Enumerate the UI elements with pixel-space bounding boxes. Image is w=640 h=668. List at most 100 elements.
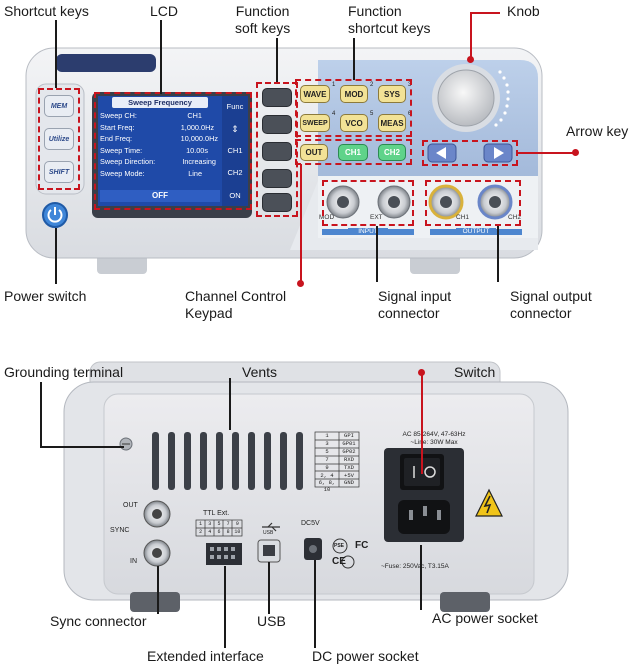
menu-item-ch1: CH1 xyxy=(227,146,243,155)
lcd-row-value: 1,000.0Hz xyxy=(180,122,214,132)
key-number: 1 xyxy=(332,82,336,88)
ttl-pin: 10 xyxy=(234,529,241,535)
leader-line xyxy=(314,560,316,648)
lcd-row: Sweep CH:CH1 xyxy=(100,111,220,123)
leader-line xyxy=(40,446,124,448)
gpio-pin: 5 xyxy=(325,448,329,455)
ttl-row: 1 3 5 7 9 xyxy=(196,521,242,527)
channel-pointer-dot xyxy=(297,280,304,287)
ttl-pin: 5 xyxy=(217,521,221,527)
gpio-pin: 7 xyxy=(325,456,329,463)
gpio-row: 2, 4+5V xyxy=(315,472,359,480)
lcd-highlight xyxy=(94,92,252,210)
leader-line xyxy=(40,382,42,446)
gpio-signal: GP01 xyxy=(342,440,356,447)
gpio-signal: TXD xyxy=(344,464,354,471)
callout-line: Function xyxy=(235,3,290,19)
key-number: 6 xyxy=(408,111,412,117)
mod-connector-label: MOD xyxy=(319,214,335,221)
out-button[interactable]: OUT xyxy=(300,144,328,161)
gpio-row: 3 GP01 xyxy=(315,440,359,448)
callout-channel-control-keypad: Channel Control Keypad xyxy=(185,288,286,322)
gpio-row: 9 TXD xyxy=(315,464,359,472)
lcd-row-label: Start Freq: xyxy=(100,122,135,132)
callout-power-switch: Power switch xyxy=(4,288,87,304)
ch1-connector-label: CH1 xyxy=(456,214,470,221)
callout-ac-power-socket: AC power socket xyxy=(432,610,538,626)
leader-line xyxy=(229,378,231,430)
mod-button[interactable]: MOD xyxy=(340,85,368,103)
callout-lcd: LCD xyxy=(150,3,179,19)
leader-line xyxy=(224,566,226,648)
ttl-pin: 6 xyxy=(217,529,221,535)
ttl-pin: 1 xyxy=(199,521,203,527)
key-number: 5 xyxy=(370,111,374,117)
callout-vents: Vents xyxy=(242,364,278,380)
soft-key-4[interactable] xyxy=(262,169,292,188)
ttl-label: TTL Ext. xyxy=(203,510,230,517)
callout-line: Signal input xyxy=(378,288,452,304)
callout-line: connector xyxy=(510,305,572,321)
mem-button[interactable]: MEM xyxy=(44,95,74,117)
sync-in-label: IN xyxy=(130,558,137,565)
input-connectors-highlight xyxy=(322,180,414,226)
callout-usb: USB xyxy=(257,613,286,629)
callout-knob: Knob xyxy=(507,3,540,19)
gpio-pin: 2, 4 xyxy=(320,471,334,479)
lcd-row: Sweep Direction:Increasing xyxy=(100,157,220,169)
shift-button[interactable]: SHIFT xyxy=(44,161,74,183)
callout-function-shortcut-keys: Function shortcut keys xyxy=(348,3,430,37)
ch2-button[interactable]: CH2 xyxy=(378,144,406,161)
utility-button[interactable]: Utilize xyxy=(44,128,74,150)
dc-label: DC5V xyxy=(301,520,320,527)
soft-key-2[interactable] xyxy=(262,115,292,134)
soft-key-5[interactable] xyxy=(262,193,292,212)
lcd-rows: Sweep CH:CH1 Start Freq: 1,000.0Hz End Fr… xyxy=(100,111,220,180)
fuse-rating: ~Fuse: 250Vac, T3.15A xyxy=(381,563,449,570)
callout-grounding-terminal: Grounding terminal xyxy=(4,364,124,380)
callout-extended-interface: Extended interface xyxy=(147,648,264,664)
menu-item-func: Func xyxy=(226,102,244,111)
leader-line xyxy=(55,228,57,284)
callout-line: soft keys xyxy=(235,20,291,36)
ac-rating-line: AC 85-264V, 47-63Hz xyxy=(402,431,466,438)
gpio-signal: GP02 xyxy=(342,448,356,455)
ttl-pin: 7 xyxy=(226,521,230,527)
gpio-pin: 9 xyxy=(325,464,329,471)
key-number: 4 xyxy=(332,111,336,117)
callout-function-soft-keys: Function soft keys xyxy=(235,3,290,37)
leader-line xyxy=(420,545,422,610)
ttl-pin: 8 xyxy=(226,529,230,535)
lcd-row-label: End Freq: xyxy=(100,134,133,143)
ttl-row: 2 4 6 8 10 xyxy=(196,529,242,535)
ch1-button[interactable]: CH1 xyxy=(338,144,368,161)
lcd-row-value: 10,000.0Hz xyxy=(180,134,218,143)
lcd-row-value: Line xyxy=(188,168,202,178)
callout-signal-input-connector: Signal input connector xyxy=(378,288,451,322)
sync-label: SYNC xyxy=(110,527,130,534)
gpio-pin: 3 xyxy=(325,440,329,447)
ttl-pin: 2 xyxy=(199,529,203,535)
soft-key-1[interactable] xyxy=(262,88,292,107)
ttl-pin: 4 xyxy=(208,529,212,535)
sys-button[interactable]: SYS xyxy=(378,85,406,103)
function-keys-highlight xyxy=(295,79,412,137)
lcd-row: Sweep Time:10.00s xyxy=(100,146,220,158)
lcd-row-label: Sweep CH: xyxy=(100,111,137,120)
vco-button[interactable]: VCO xyxy=(340,114,368,132)
soft-key-3[interactable] xyxy=(262,142,292,161)
menu-item-on: ON xyxy=(229,191,241,200)
lcd-row-value: 10.00s xyxy=(186,145,208,155)
arrow-keys-highlight xyxy=(422,140,518,166)
output-connectors-highlight xyxy=(425,180,521,226)
knob-pointer-line xyxy=(470,12,500,14)
sync-out-label: OUT xyxy=(123,502,138,509)
meas-button[interactable]: MEAS xyxy=(378,114,406,132)
gpio-signal: GPI xyxy=(344,432,354,439)
wave-button[interactable]: WAVE xyxy=(300,85,330,103)
sweep-button[interactable]: SWEEP xyxy=(300,114,330,132)
lcd-row-value: Increasing xyxy=(182,157,216,166)
